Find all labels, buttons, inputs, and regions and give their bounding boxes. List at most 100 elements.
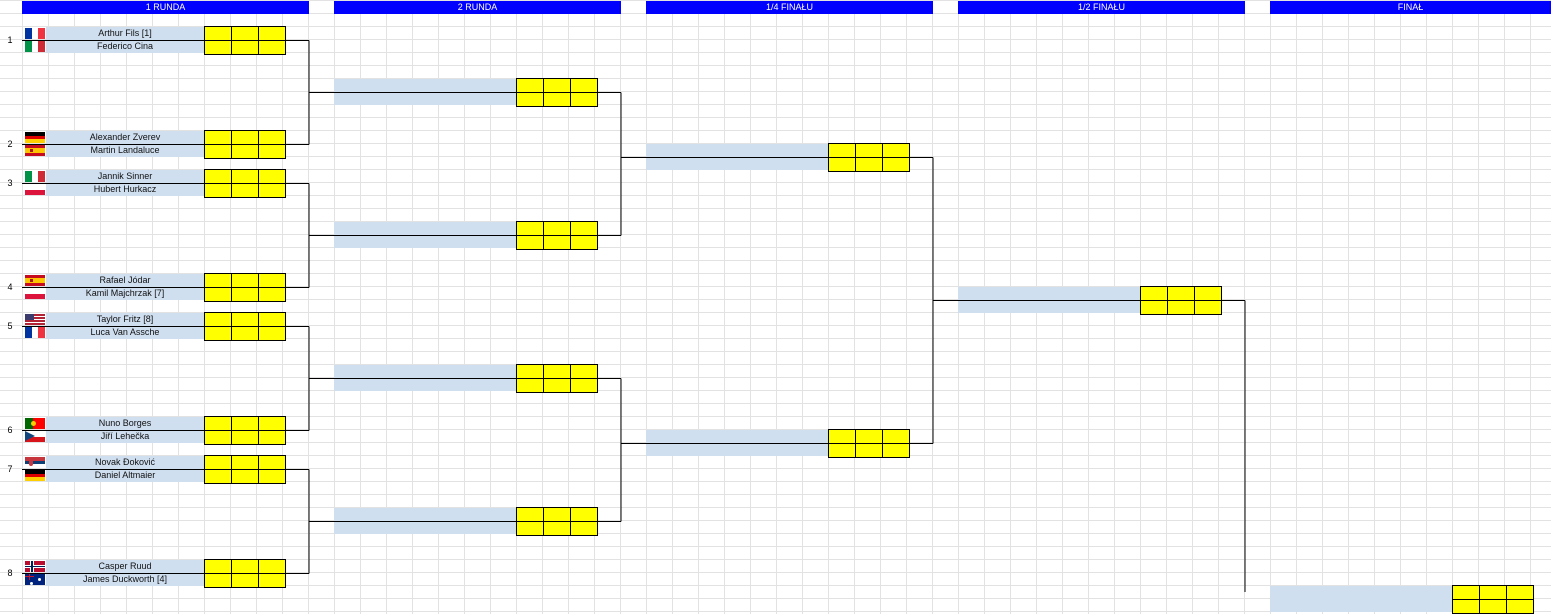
score-cell[interactable] <box>1168 301 1194 314</box>
score-cell[interactable] <box>571 365 597 378</box>
score-cell[interactable] <box>232 560 258 573</box>
score-cell[interactable] <box>517 508 543 521</box>
score-cell[interactable] <box>571 79 597 92</box>
score-cell[interactable] <box>259 560 285 573</box>
score-cell[interactable] <box>517 522 543 535</box>
score-cell[interactable] <box>259 131 285 144</box>
score-cell[interactable] <box>544 222 570 235</box>
score-cell[interactable] <box>232 327 258 340</box>
score-cell[interactable] <box>205 417 231 430</box>
score-cell[interactable] <box>856 430 882 443</box>
score-cell[interactable] <box>232 274 258 287</box>
score-cell[interactable] <box>883 158 909 171</box>
score-cell[interactable] <box>259 170 285 183</box>
score-cell[interactable] <box>232 184 258 197</box>
score-cell[interactable] <box>883 144 909 157</box>
score-cell[interactable] <box>544 508 570 521</box>
score-cell[interactable] <box>517 365 543 378</box>
score-cell[interactable] <box>205 456 231 469</box>
score-cell[interactable] <box>205 560 231 573</box>
score-cell[interactable] <box>259 456 285 469</box>
score-cell[interactable] <box>259 274 285 287</box>
score-cell[interactable] <box>883 430 909 443</box>
score-cell[interactable] <box>571 236 597 249</box>
player-name[interactable]: Jannik Sinner <box>46 170 204 183</box>
player-name[interactable]: Novak Đoković <box>46 456 204 469</box>
score-cell[interactable] <box>544 365 570 378</box>
score-cell[interactable] <box>232 145 258 158</box>
score-cell[interactable] <box>571 522 597 535</box>
score-cell[interactable] <box>205 184 231 197</box>
score-cell[interactable] <box>571 508 597 521</box>
score-cell[interactable] <box>232 417 258 430</box>
score-cell[interactable] <box>829 430 855 443</box>
score-cell[interactable] <box>571 93 597 106</box>
score-cell[interactable] <box>1141 287 1167 300</box>
player-name[interactable]: Taylor Fritz [8] <box>46 313 204 326</box>
score-grid[interactable] <box>204 416 286 445</box>
score-cell[interactable] <box>544 93 570 106</box>
score-cell[interactable] <box>259 327 285 340</box>
player-name[interactable]: Kamil Majchrzak [7] <box>46 287 204 300</box>
score-grid[interactable] <box>204 559 286 588</box>
score-cell[interactable] <box>232 470 258 483</box>
score-cell[interactable] <box>517 379 543 392</box>
score-cell[interactable] <box>1480 600 1506 613</box>
score-cell[interactable] <box>856 444 882 457</box>
player-name[interactable]: Rafael Jódar <box>46 274 204 287</box>
player-name[interactable]: Jiří Lehečka <box>46 430 204 443</box>
score-cell[interactable] <box>883 444 909 457</box>
score-cell[interactable] <box>517 79 543 92</box>
score-cell[interactable] <box>829 144 855 157</box>
score-cell[interactable] <box>517 222 543 235</box>
player-name[interactable]: Hubert Hurkacz <box>46 183 204 196</box>
score-cell[interactable] <box>259 145 285 158</box>
score-cell[interactable] <box>259 27 285 40</box>
score-cell[interactable] <box>232 170 258 183</box>
score-cell[interactable] <box>205 288 231 301</box>
score-cell[interactable] <box>205 313 231 326</box>
player-name[interactable]: James Duckworth [4] <box>46 573 204 586</box>
score-cell[interactable] <box>829 158 855 171</box>
score-cell[interactable] <box>259 184 285 197</box>
score-cell[interactable] <box>205 41 231 54</box>
score-grid[interactable] <box>204 26 286 55</box>
score-cell[interactable] <box>544 236 570 249</box>
score-cell[interactable] <box>205 431 231 444</box>
score-cell[interactable] <box>544 379 570 392</box>
score-cell[interactable] <box>829 444 855 457</box>
score-cell[interactable] <box>544 79 570 92</box>
score-cell[interactable] <box>259 470 285 483</box>
player-name[interactable]: Nuno Borges <box>46 417 204 430</box>
player-name[interactable]: Alexander Zverev <box>46 131 204 144</box>
score-cell[interactable] <box>544 522 570 535</box>
score-cell[interactable] <box>232 574 258 587</box>
score-cell[interactable] <box>259 417 285 430</box>
score-cell[interactable] <box>232 431 258 444</box>
player-name[interactable]: Arthur Fils [1] <box>46 27 204 40</box>
score-cell[interactable] <box>205 170 231 183</box>
score-cell[interactable] <box>259 313 285 326</box>
score-cell[interactable] <box>205 470 231 483</box>
player-name[interactable]: Federico Cina <box>46 40 204 53</box>
score-cell[interactable] <box>1453 600 1479 613</box>
score-cell[interactable] <box>205 131 231 144</box>
score-cell[interactable] <box>259 288 285 301</box>
score-cell[interactable] <box>571 222 597 235</box>
player-name[interactable]: Luca Van Assche <box>46 326 204 339</box>
player-name[interactable]: Casper Ruud <box>46 560 204 573</box>
score-cell[interactable] <box>232 456 258 469</box>
score-cell[interactable] <box>517 93 543 106</box>
score-cell[interactable] <box>517 236 543 249</box>
score-cell[interactable] <box>232 131 258 144</box>
score-cell[interactable] <box>1141 301 1167 314</box>
score-cell[interactable] <box>232 288 258 301</box>
score-cell[interactable] <box>856 158 882 171</box>
score-cell[interactable] <box>856 144 882 157</box>
score-cell[interactable] <box>205 145 231 158</box>
score-cell[interactable] <box>259 41 285 54</box>
score-cell[interactable] <box>1507 600 1533 613</box>
score-cell[interactable] <box>205 27 231 40</box>
score-cell[interactable] <box>205 574 231 587</box>
score-cell[interactable] <box>1195 301 1221 314</box>
